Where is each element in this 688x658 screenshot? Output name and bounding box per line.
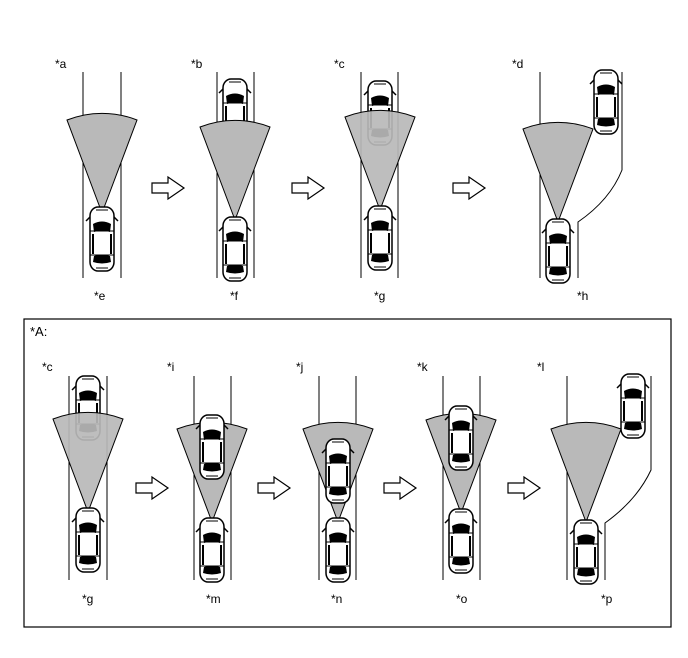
own-vehicle bbox=[321, 517, 355, 583]
scene-label: *d bbox=[512, 57, 523, 71]
scene-c: *c *g bbox=[334, 57, 416, 303]
own-vehicle bbox=[85, 206, 119, 272]
scene-label: *i bbox=[167, 360, 174, 374]
scene-label: *e bbox=[94, 289, 106, 303]
radar-coverage-area bbox=[522, 121, 594, 224]
scene-label: *n bbox=[331, 592, 342, 606]
arrow-right-icon bbox=[452, 176, 486, 200]
curved-lane-line bbox=[604, 376, 652, 580]
preceding-vehicle bbox=[444, 405, 478, 471]
radar-coverage-area bbox=[550, 421, 622, 524]
scene-label: *a bbox=[55, 57, 67, 71]
scene-d: *d *h bbox=[512, 57, 623, 303]
panel-title: *A: bbox=[30, 324, 47, 339]
scene-label: *h bbox=[577, 289, 588, 303]
own-vehicle bbox=[541, 218, 575, 284]
scene-a: *a *e bbox=[55, 57, 138, 303]
preceding-vehicle bbox=[616, 373, 650, 439]
top-row: *a *e *b *f *c *g bbox=[55, 57, 623, 303]
preceding-vehicle bbox=[195, 414, 229, 480]
preceding-vehicle bbox=[321, 438, 355, 504]
scene-label: *b bbox=[191, 57, 203, 71]
radar-coverage-area bbox=[52, 411, 124, 514]
scene-label: *p bbox=[601, 592, 613, 606]
own-vehicle bbox=[444, 508, 478, 574]
arrow-right-icon bbox=[383, 476, 417, 500]
radar-coverage-area bbox=[199, 119, 271, 222]
scene-k: *k *o bbox=[417, 360, 497, 606]
scene-label: *c bbox=[42, 360, 53, 374]
arrow-right-icon bbox=[507, 476, 541, 500]
scene-c-detail: *c *g bbox=[42, 360, 124, 606]
scene-l: *l *p bbox=[537, 360, 652, 606]
own-vehicle bbox=[195, 517, 229, 583]
panel-frame bbox=[23, 318, 672, 628]
arrow-right-icon bbox=[135, 476, 169, 500]
own-vehicle bbox=[218, 216, 252, 282]
arrow-right-icon bbox=[257, 476, 291, 500]
own-vehicle bbox=[71, 507, 105, 573]
scene-label: *f bbox=[230, 289, 239, 303]
preceding-vehicle bbox=[589, 69, 623, 135]
scene-b: *b *f bbox=[191, 57, 271, 303]
scene-label: *m bbox=[206, 592, 221, 606]
curved-lane-line bbox=[577, 72, 623, 278]
radar-coverage-area bbox=[344, 109, 416, 212]
scene-label: *j bbox=[296, 360, 303, 374]
own-vehicle bbox=[569, 519, 603, 585]
scene-label: *k bbox=[417, 360, 429, 374]
own-vehicle bbox=[363, 205, 397, 271]
arrow-right-icon bbox=[151, 176, 185, 200]
scene-label: *g bbox=[82, 592, 93, 606]
scene-i: *i *m bbox=[167, 360, 248, 606]
scene-label: *g bbox=[374, 289, 385, 303]
scene-label: *l bbox=[537, 360, 544, 374]
arrow-right-icon bbox=[291, 176, 325, 200]
radar-coverage-area bbox=[66, 112, 138, 215]
scene-j: *j *n bbox=[296, 360, 374, 606]
detail-panel: *A: *c *g *i *m *j bbox=[23, 318, 672, 628]
scene-label: *c bbox=[334, 57, 345, 71]
scene-label: *o bbox=[456, 592, 468, 606]
